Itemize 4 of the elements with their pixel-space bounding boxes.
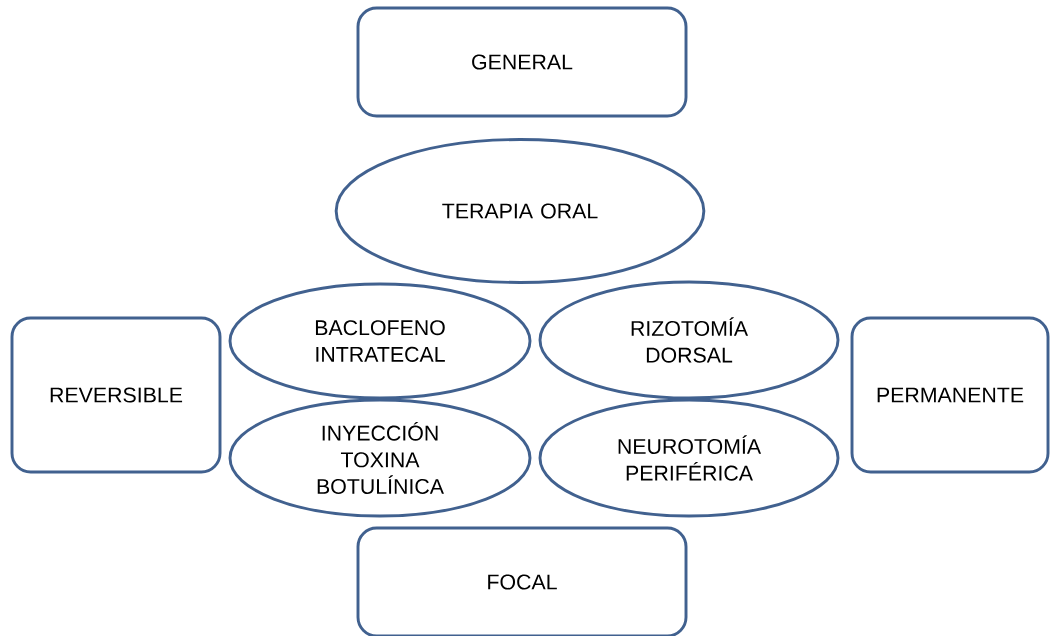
category-box: PERMANENTE [850,316,1050,474]
category-box: REVERSIBLE [10,316,222,474]
category-box: FOCAL [356,526,688,636]
category-box: GENERAL [356,6,688,118]
